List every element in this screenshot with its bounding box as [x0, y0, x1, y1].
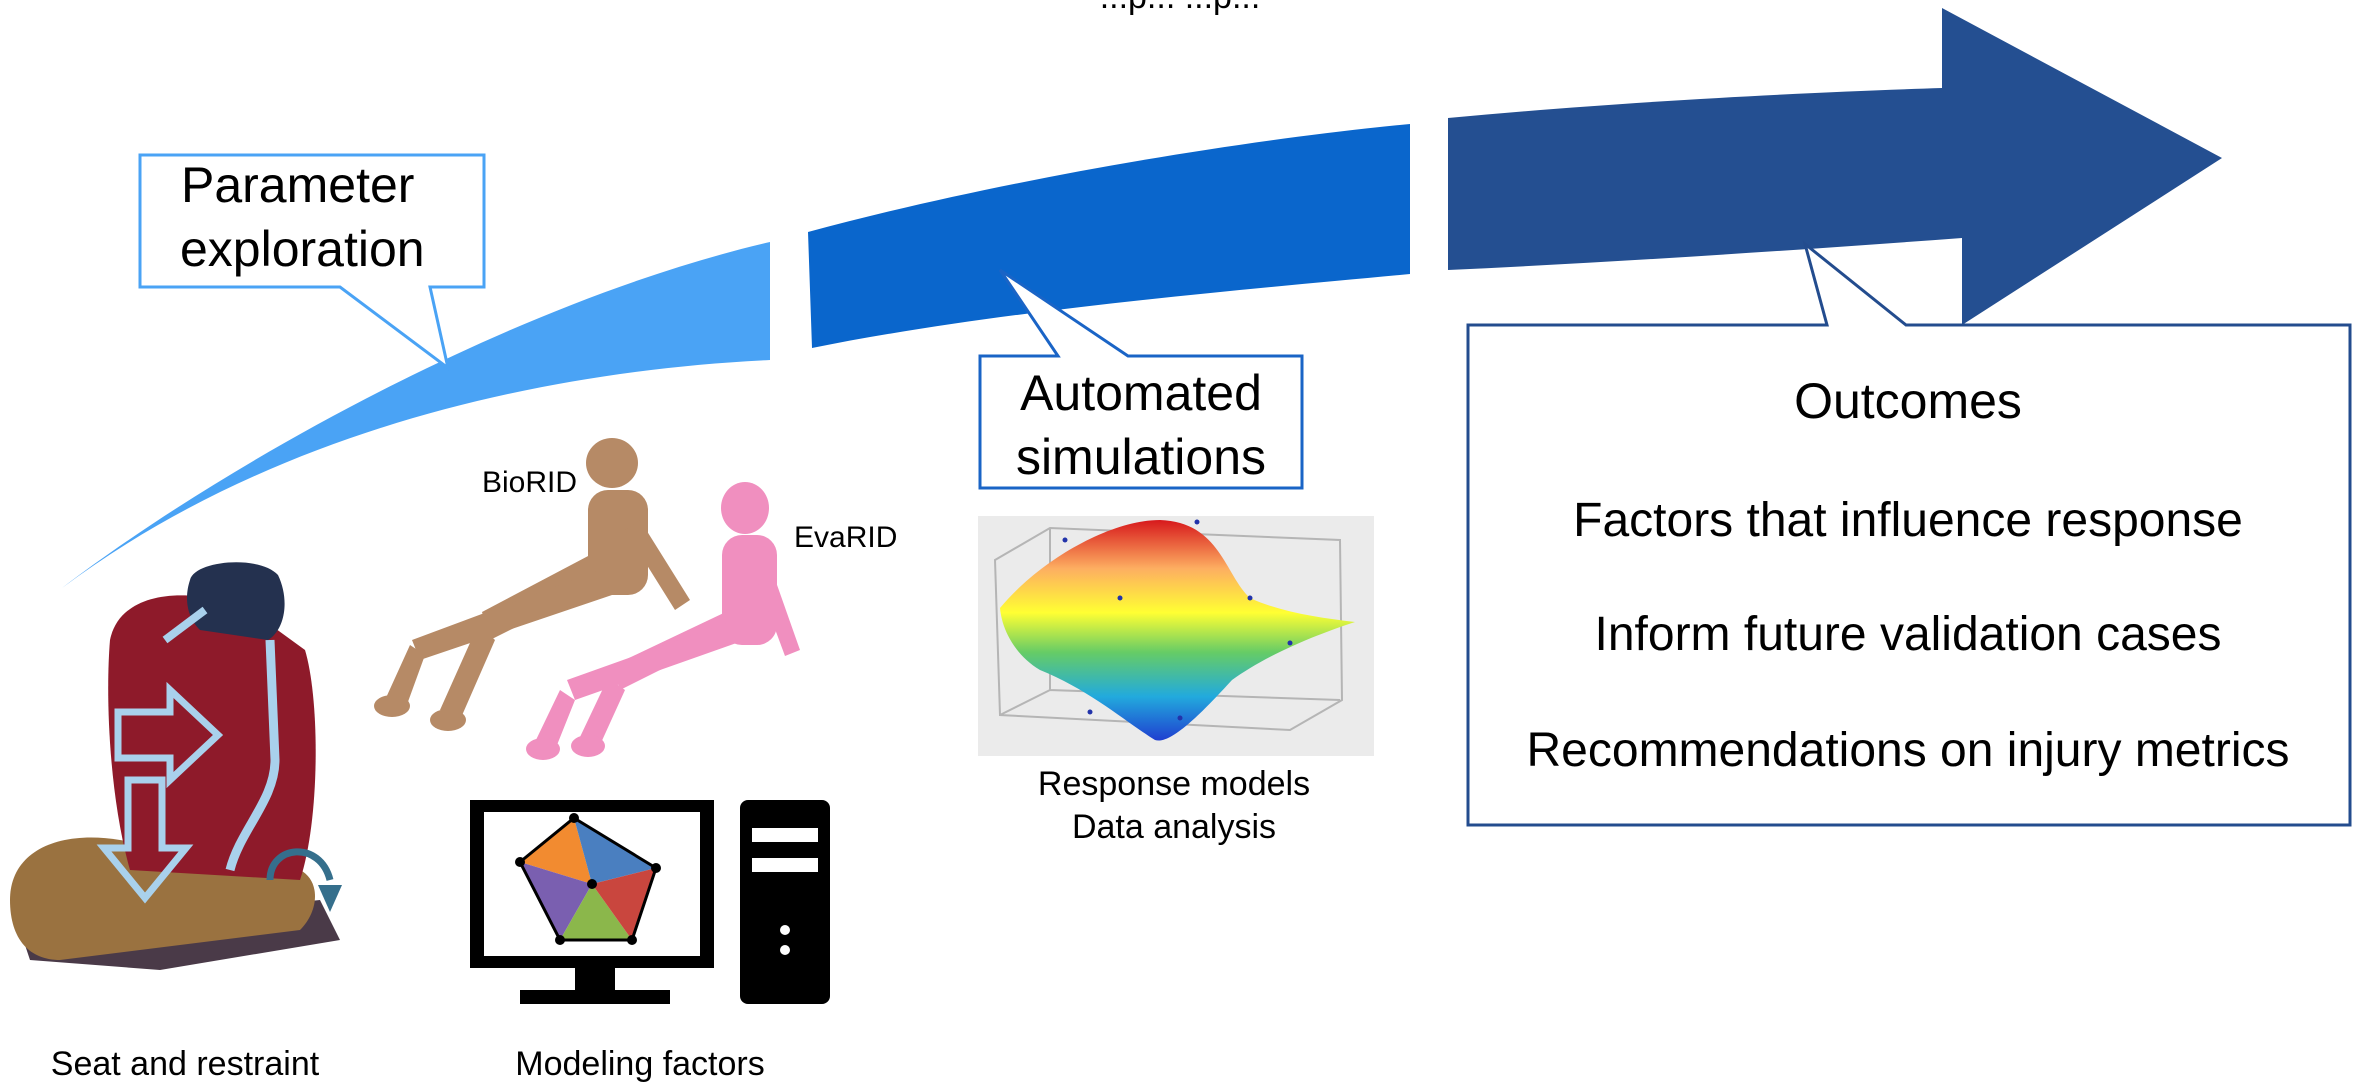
outcome-item-3: Recommendations on injury metrics	[1527, 724, 2290, 777]
parameter-exploration-line2: exploration	[180, 221, 425, 277]
arrow-segment-3	[1448, 8, 2222, 325]
automated-simulations-line1: Automated	[1020, 365, 1262, 421]
arrow-segment-2	[808, 124, 1410, 348]
modeling-caption: Modeling factors	[515, 1045, 764, 1083]
biorid-dummy	[374, 438, 690, 731]
seat-illustration	[10, 562, 342, 970]
biorid-label: BioRID	[482, 466, 577, 499]
evarid-dummy	[526, 482, 800, 760]
outcomes-callout	[1466, 239, 2352, 827]
parameter-exploration-callout	[138, 153, 486, 372]
outcome-item-1: Factors that influence response	[1573, 494, 2243, 547]
parameter-exploration-line1: Parameter	[181, 157, 414, 213]
computer-tower-icon	[740, 800, 830, 1004]
automated-simulations-callout	[978, 268, 1304, 490]
outcome-item-2: Inform future validation cases	[1595, 608, 2222, 661]
outcomes-title: Outcomes	[1794, 373, 2022, 429]
response-caption-line2: Data analysis	[1072, 808, 1276, 846]
seat-caption: Seat and restraint	[51, 1045, 320, 1083]
top-partial-text: ...p... ...p...	[1100, 0, 1261, 16]
evarid-label: EvaRID	[794, 521, 897, 554]
response-surface-plot	[978, 516, 1374, 756]
automated-simulations-line2: simulations	[1016, 429, 1266, 485]
arrow-segment-1	[62, 242, 770, 588]
pentagon-mesh-icon	[515, 813, 661, 945]
response-caption-line1: Response models	[1038, 765, 1310, 803]
